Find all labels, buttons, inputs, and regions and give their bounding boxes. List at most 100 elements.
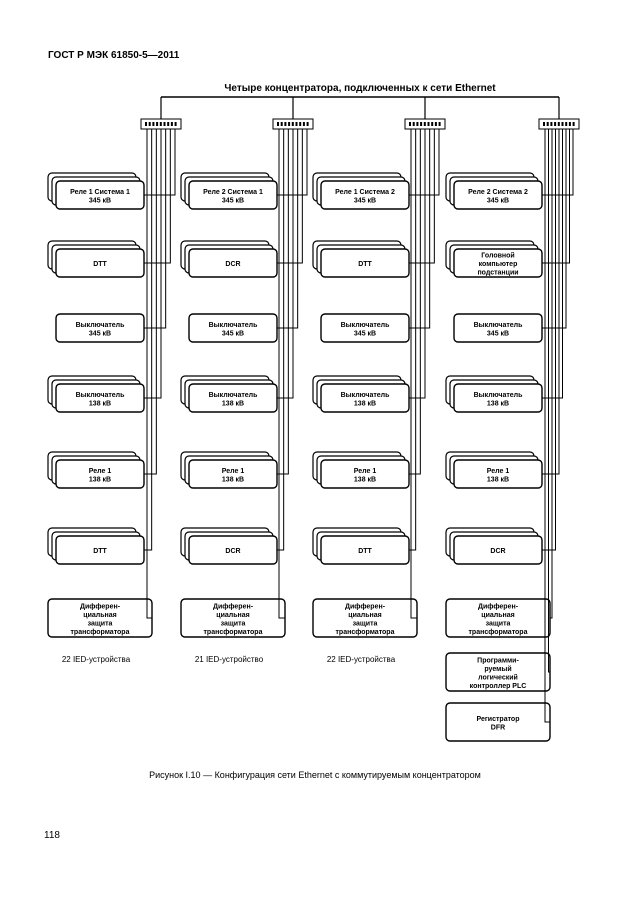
hub-port	[434, 122, 437, 126]
hub-port	[277, 122, 279, 126]
ied-label: логический	[478, 673, 518, 681]
ied-count-label: 22 IED-устройства	[62, 655, 131, 664]
ied-label: Реле 1	[487, 468, 510, 475]
ied-label: 138 кВ	[89, 476, 111, 483]
ied-label: 345 кВ	[89, 197, 111, 204]
ied-label: циальная	[83, 612, 116, 619]
ied-label: 345 кВ	[487, 330, 509, 337]
ied-label: защита	[88, 620, 113, 627]
ied-label: 345 кВ	[222, 330, 244, 337]
ied-connection	[409, 129, 431, 329]
hub-port	[409, 122, 411, 126]
ied-connection	[144, 129, 171, 264]
hub-port	[423, 122, 426, 126]
ied-connection	[277, 129, 289, 475]
ied-label: DCR	[225, 548, 240, 555]
ied-label: защита	[221, 620, 246, 627]
ied-connection	[277, 129, 303, 264]
ied-label: Выключатель	[474, 322, 524, 329]
ied-label: 345 кВ	[89, 330, 111, 337]
ied-label: DTT	[358, 261, 372, 268]
ied-label: компьютер	[479, 261, 518, 268]
ied-label: Регистратор	[477, 716, 520, 723]
ied-label: Реле 1	[354, 468, 377, 475]
hub-port	[550, 122, 553, 126]
hub-port	[565, 122, 568, 126]
ied-label: Реле 2 Система 1	[203, 189, 263, 196]
ied-connection	[548, 129, 550, 673]
hub-port	[306, 122, 309, 126]
ied-label: Выключатель	[474, 392, 524, 399]
ied-label: DTT	[93, 261, 107, 268]
ied-label: 138 кВ	[487, 476, 509, 483]
ied-connection	[542, 129, 570, 264]
hub-port	[174, 122, 177, 126]
hub-port	[145, 122, 147, 126]
ied-label: трансформатора	[336, 629, 395, 636]
ied-connection	[409, 129, 435, 264]
ied-label: 345 кВ	[487, 197, 509, 204]
hub-port	[546, 122, 549, 126]
ied-connection	[409, 129, 426, 399]
hub-port	[288, 122, 291, 126]
hub-port	[557, 122, 560, 126]
ied-label: трансформатора	[469, 629, 528, 636]
hub-port	[302, 122, 305, 126]
ied-label: подстанции	[477, 270, 518, 277]
ied-connection	[144, 129, 176, 196]
hub-port	[420, 122, 423, 126]
ied-label: Дифферен-	[80, 603, 121, 610]
ied-label: Программи-	[477, 657, 519, 664]
diagram-title: Четыре концентратора, подключенных к сет…	[224, 83, 496, 94]
ied-label: Реле 1	[222, 468, 245, 475]
ied-label: Реле 1 Система 2	[335, 189, 395, 196]
ied-connection	[146, 129, 152, 619]
ied-label: DTT	[93, 548, 107, 555]
ied-connection	[409, 129, 421, 475]
hub-port	[167, 122, 170, 126]
hub-port	[159, 122, 162, 126]
hub-port	[572, 122, 575, 126]
ied-connection	[277, 129, 294, 399]
ied-connection	[542, 129, 574, 196]
hub-port	[431, 122, 434, 126]
ied-count-label: 21 IED-устройство	[195, 655, 264, 664]
ied-connection	[542, 129, 556, 551]
figure-caption: Рисунок I.10 — Конфигурация сети Etherne…	[149, 770, 481, 780]
ied-label: контроллер PLC	[470, 683, 527, 690]
ied-label: 138 кВ	[222, 476, 244, 483]
ied-label: циальная	[481, 612, 514, 619]
ied-label: 138 кВ	[354, 476, 376, 483]
ied-connection	[144, 129, 153, 551]
ied-label: руемый	[484, 665, 511, 673]
ied-label: 138 кВ	[487, 400, 509, 407]
ied-label: Дифферен-	[345, 603, 386, 610]
hub-port	[170, 122, 173, 126]
ied-label: Выключатель	[341, 322, 391, 329]
ied-connection	[542, 129, 567, 329]
ied-label: 138 кВ	[354, 400, 376, 407]
ied-connection	[278, 129, 285, 619]
hub-port	[152, 122, 155, 126]
ied-label: Реле 2 Система 2	[468, 189, 528, 196]
ied-connection	[144, 129, 157, 475]
ied-label: DTT	[358, 548, 372, 555]
ied-label: 345 кВ	[222, 197, 244, 204]
hub-port	[438, 122, 441, 126]
ied-connection	[144, 129, 162, 399]
ied-label: защита	[486, 620, 511, 627]
hub-port	[427, 122, 430, 126]
document-header: ГОСТ Р МЭК 61850-5—2011	[48, 50, 180, 61]
ied-connection	[410, 129, 417, 619]
ied-label: Дифферен-	[478, 603, 519, 610]
hub-port	[561, 122, 564, 126]
ied-label: циальная	[216, 612, 249, 619]
ied-label: 345 кВ	[354, 330, 376, 337]
hub-port	[284, 122, 287, 126]
hub-port	[416, 122, 419, 126]
ied-label: Выключатель	[209, 392, 259, 399]
ied-label: 138 кВ	[89, 400, 111, 407]
ied-label: Выключатель	[76, 392, 126, 399]
ied-label: циальная	[348, 612, 381, 619]
